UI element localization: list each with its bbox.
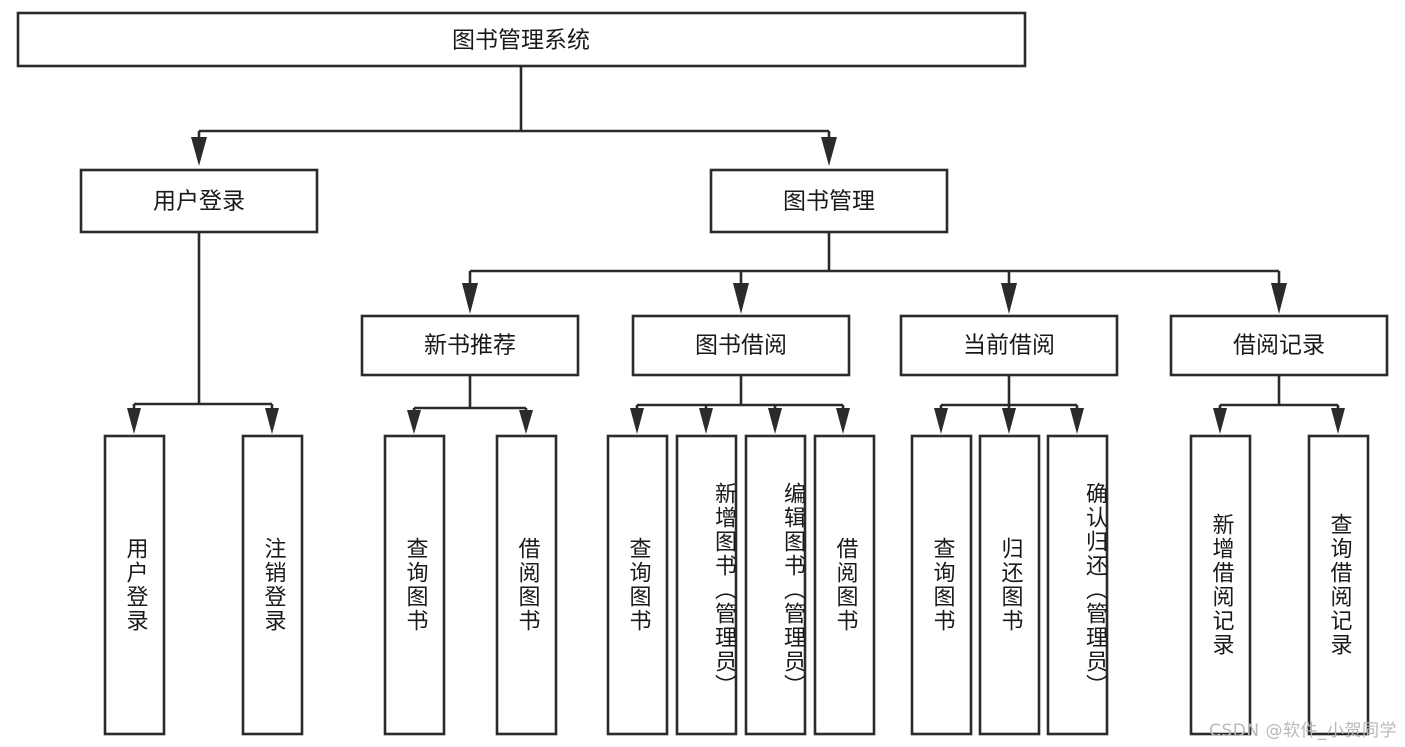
arrow-to-borrow-record <box>1271 283 1287 314</box>
leaf-add-book-box[interactable] <box>675 434 738 736</box>
leaf-edit-book-box[interactable] <box>744 434 807 736</box>
node-book-borrow[interactable]: 图书借阅 <box>631 314 851 377</box>
node-new-book-recommend[interactable]: 新书推荐 <box>360 314 580 377</box>
arrow-to-leaf-borrow-book-b <box>836 408 850 434</box>
leaf-user-login-box[interactable] <box>103 434 166 736</box>
leaf-borrow-book-a-box[interactable] <box>495 434 558 736</box>
arrow-to-leaf-borrow-book-a <box>519 410 533 434</box>
arrow-to-book-borrow <box>733 283 749 314</box>
node-new-book-recommend-label: 新书推荐 <box>424 333 516 359</box>
leaf-query-book-a-box[interactable] <box>383 434 446 736</box>
node-book-borrow-box[interactable] <box>631 314 851 377</box>
arrow-to-leaf-add-record <box>1213 408 1227 434</box>
node-borrow-record-label: 借阅记录 <box>1233 333 1325 359</box>
node-current-borrow[interactable]: 当前借阅 <box>899 314 1119 377</box>
arrow-to-leaf-user-login <box>127 408 141 434</box>
arrow-to-current-borrow <box>1001 283 1017 314</box>
node-current-borrow-label: 当前借阅 <box>963 333 1055 359</box>
node-borrow-record-box[interactable] <box>1169 314 1389 377</box>
arrow-to-leaf-query-book-c <box>934 408 948 434</box>
arrow-root-to-user-login <box>191 137 207 166</box>
arrow-to-leaf-edit-book <box>768 408 782 434</box>
node-root[interactable]: 图书管理系统 <box>16 11 1027 68</box>
node-new-book-recommend-box[interactable] <box>360 314 580 377</box>
leaf-add-record-box[interactable] <box>1189 434 1252 736</box>
node-root-box[interactable] <box>16 11 1027 68</box>
leaf-logout-box[interactable] <box>241 434 304 736</box>
node-borrow-record[interactable]: 借阅记录 <box>1169 314 1389 377</box>
leaf-query-book-c-box[interactable] <box>910 434 973 736</box>
node-book-management-box[interactable] <box>709 168 949 234</box>
arrow-to-leaf-return-book <box>1002 408 1016 434</box>
arrow-to-leaf-query-book-a <box>407 410 421 434</box>
node-current-borrow-box[interactable] <box>899 314 1119 377</box>
node-root-label: 图书管理系统 <box>452 28 590 54</box>
arrow-to-leaf-confirm-return <box>1070 408 1084 434</box>
node-user-login[interactable]: 用户登录 <box>79 168 319 234</box>
arrow-to-new-book-rec <box>462 283 478 314</box>
node-book-management-label: 图书管理 <box>783 189 875 215</box>
leaf-confirm-return-box[interactable] <box>1046 434 1109 736</box>
leaf-return-book-box[interactable] <box>978 434 1041 736</box>
arrow-to-leaf-query-book-b <box>630 408 644 434</box>
leaf-query-book-b-box[interactable] <box>606 434 669 736</box>
node-book-management[interactable]: 图书管理 <box>709 168 949 234</box>
node-book-borrow-label: 图书借阅 <box>695 333 787 359</box>
arrow-to-leaf-add-book <box>699 408 713 434</box>
leaf-query-record-box[interactable] <box>1307 434 1370 736</box>
arrow-to-leaf-logout <box>265 408 279 434</box>
csdn-watermark: CSDN @软件_小贺同学 <box>1209 721 1397 741</box>
arrow-root-to-book-mgmt <box>821 137 837 166</box>
node-user-login-label: 用户登录 <box>153 189 245 215</box>
arrow-to-leaf-query-record <box>1331 408 1345 434</box>
leaf-borrow-book-b-box[interactable] <box>813 434 876 736</box>
